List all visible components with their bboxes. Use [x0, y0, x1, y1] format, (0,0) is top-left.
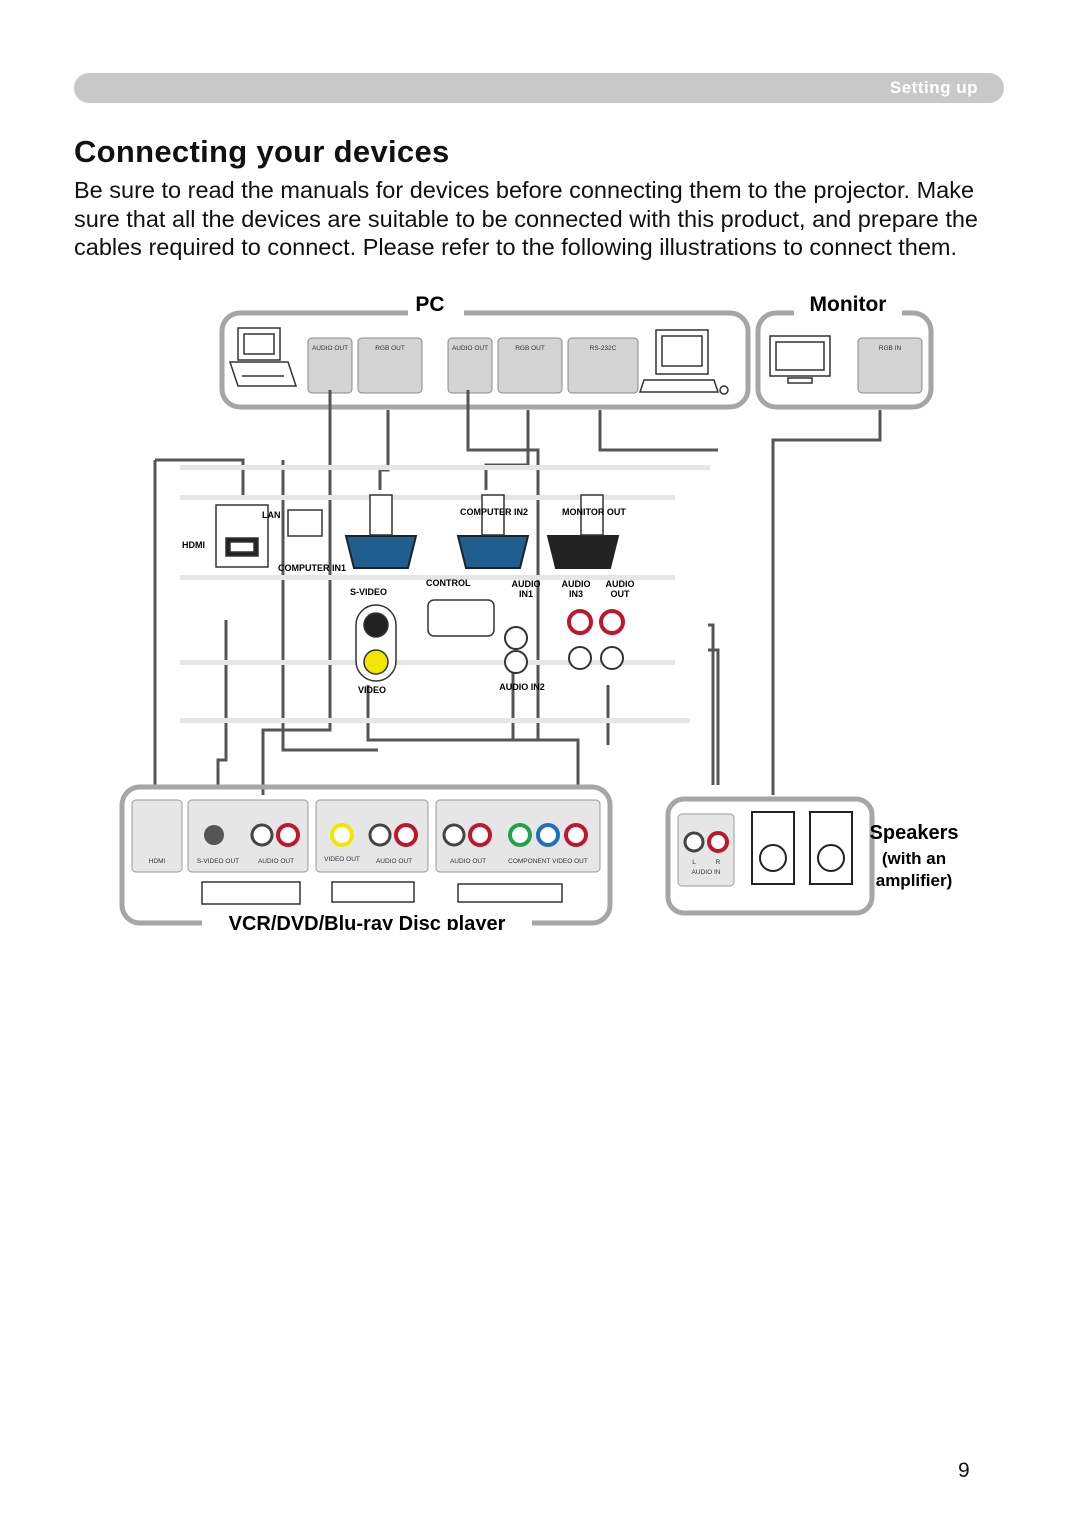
- pc-port-label: RS-232C: [590, 345, 617, 352]
- control-label: CONTROL: [426, 578, 471, 588]
- s-video-port: [355, 604, 397, 682]
- speaker-port-l: L: [692, 859, 696, 866]
- pc-label: PC: [415, 293, 444, 316]
- pc-port-label: RGB OUT: [375, 345, 405, 352]
- computer-in1-port: [344, 494, 418, 569]
- control-port: [427, 599, 495, 637]
- hdmi-port: [215, 504, 269, 568]
- desktop-pc-icon: [638, 329, 729, 395]
- monitor-out-port: [546, 494, 620, 569]
- speakers-sub-label: amplifier): [876, 871, 953, 890]
- audio-in1-label: IN1: [519, 589, 533, 599]
- speaker-icons: [751, 811, 853, 885]
- s-video-label: S-VIDEO: [350, 587, 387, 597]
- player-port-label: HDMI: [149, 858, 166, 865]
- video-label: VIDEO: [358, 685, 386, 695]
- pc-group: [219, 310, 751, 410]
- speaker-port-label: AUDIO IN: [692, 869, 721, 876]
- audio-in2-label: AUDIO IN2: [499, 682, 545, 692]
- player-port-label: AUDIO OUT: [258, 858, 294, 865]
- monitor-port-label: RGB IN: [879, 345, 902, 352]
- audio-jacks: [504, 609, 625, 674]
- speakers-label: Speakers: [870, 822, 959, 844]
- pc-port-label: AUDIO OUT: [312, 345, 348, 352]
- computer-in2-port: [456, 494, 530, 569]
- speakers-group: [665, 796, 875, 916]
- player-port-label: AUDIO OUT: [450, 858, 486, 865]
- audio-in3-label: IN3: [569, 589, 583, 599]
- player-port-label: AUDIO OUT: [376, 858, 412, 865]
- lan-port-label: LAN: [262, 510, 281, 520]
- monitor-out-label: MONITOR OUT: [562, 507, 626, 517]
- computer-in2-label: COMPUTER IN2: [460, 507, 528, 517]
- monitor-label: Monitor: [810, 293, 887, 316]
- speaker-jack-r: [707, 831, 729, 853]
- player-port-label: S-VIDEO OUT: [197, 858, 239, 865]
- monitor-device-icon: [769, 335, 831, 384]
- page-title: Connecting your devices: [74, 134, 450, 169]
- audio-in1-label: AUDIO: [512, 579, 541, 589]
- player-device-icons: [201, 881, 563, 905]
- connection-diagram: PC Monitor AUDIO OUT RGB OUT AUDIO OUT R…: [119, 293, 959, 930]
- section-label: Setting up: [889, 78, 978, 97]
- audio-out-label: OUT: [611, 589, 631, 599]
- player-jacks: [204, 823, 588, 847]
- cable-lines: [153, 390, 882, 795]
- pc-port-label: RGB OUT: [515, 345, 545, 352]
- player-port-label: VIDEO OUT: [324, 856, 360, 863]
- speaker-port-r: R: [716, 859, 721, 866]
- section-header-bar: Setting up: [74, 73, 1004, 103]
- audio-out-label: AUDIO: [606, 579, 635, 589]
- intro-paragraph: Be sure to read the manuals for devices …: [74, 177, 979, 260]
- lan-port: [287, 509, 323, 537]
- projector-panel-bands: [180, 465, 710, 723]
- page-number: 9: [958, 1459, 970, 1482]
- laptop-icon: [228, 327, 298, 387]
- pc-port-panel: [307, 337, 923, 394]
- audio-in3-label: AUDIO: [562, 579, 591, 589]
- player-port-label: COMPONENT VIDEO OUT: [508, 858, 588, 865]
- speakers-sub-label: (with an: [882, 849, 946, 868]
- hdmi-port-label: HDMI: [182, 540, 205, 550]
- pc-port-label: AUDIO OUT: [452, 345, 488, 352]
- computer-in1-label: COMPUTER IN1: [278, 563, 346, 573]
- speaker-jack-l: [683, 831, 705, 853]
- player-label: VCR/DVD/Blu-ray Disc player: [229, 913, 506, 930]
